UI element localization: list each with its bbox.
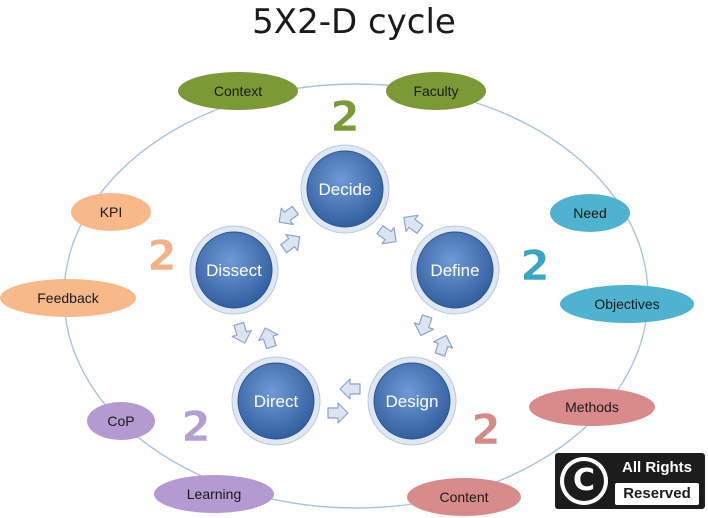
multiplier-top: 2 xyxy=(330,92,359,141)
copyright-line2: Reserved xyxy=(615,483,699,505)
outer-item-context: Context xyxy=(178,72,298,110)
core-node-define: Define xyxy=(410,225,500,315)
core-node-dissect: Dissect xyxy=(189,225,279,315)
core-node-direct: Direct xyxy=(231,356,321,446)
outer-item-need: Need xyxy=(550,194,630,232)
cycle-arrow-forward xyxy=(413,314,435,337)
outer-item-label: KPI xyxy=(100,204,123,220)
outer-item-label: CoP xyxy=(107,413,134,429)
core-node-label: Design xyxy=(386,392,439,411)
cycle-arrow-back xyxy=(403,214,424,234)
outer-item-feedback: Feedback xyxy=(0,279,136,317)
outer-item-faculty: Faculty xyxy=(386,72,486,110)
copyright-badge: C All Rights Reserved xyxy=(555,453,705,509)
cycle-arrow-back xyxy=(327,402,349,424)
outer-item-label: Methods xyxy=(565,399,619,415)
outer-item-methods: Methods xyxy=(529,388,655,426)
cycle-arrow-forward xyxy=(280,234,301,254)
outer-item-label: Objectives xyxy=(594,296,659,312)
cycle-arrow-forward xyxy=(258,327,279,350)
outer-item-content: Content xyxy=(407,478,521,516)
outer-item-kpi: KPI xyxy=(71,193,151,231)
core-node-label: Dissect xyxy=(206,261,262,280)
core-node-design: Design xyxy=(367,356,457,446)
diagram-title: 5X2-D cycle xyxy=(252,2,456,42)
outer-item-label: Feedback xyxy=(37,290,99,306)
cycle-arrow-back xyxy=(231,321,252,344)
outer-item-label: Learning xyxy=(187,486,242,502)
cycle-arrow-forward xyxy=(376,225,397,245)
cycle-arrow-back xyxy=(432,334,454,357)
copyright-symbol: C xyxy=(572,463,596,498)
core-node-decide: Decide xyxy=(300,144,390,234)
copyright-icon: C xyxy=(560,457,608,505)
cycle-arrows xyxy=(231,205,454,424)
multiplier-labels: 2 2 2 2 2 xyxy=(147,92,550,455)
outer-item-label: Need xyxy=(573,205,606,221)
outer-item-label: Faculty xyxy=(413,83,458,99)
outer-item-objectives: Objectives xyxy=(560,285,694,323)
multiplier-left: 2 xyxy=(147,231,176,280)
outer-items: Context FacultyNeedObjectivesMethodsConte… xyxy=(0,72,694,516)
outer-item-learning: Learning xyxy=(154,475,274,513)
copyright-line1: All Rights xyxy=(622,459,692,476)
multiplier-right: 2 xyxy=(520,241,549,290)
cycle-arrow-forward xyxy=(339,378,361,400)
core-node-label: Decide xyxy=(319,180,372,199)
cycle-arrow-back xyxy=(278,205,299,225)
multiplier-bottom-right: 2 xyxy=(471,405,500,454)
core-node-label: Define xyxy=(430,261,479,280)
outer-item-label: Content xyxy=(439,489,488,505)
core-node-label: Direct xyxy=(254,392,299,411)
outer-item-label: Context xyxy=(214,83,262,99)
multiplier-bottom-left: 2 xyxy=(181,402,210,451)
outer-item-cop: CoP xyxy=(87,402,155,440)
